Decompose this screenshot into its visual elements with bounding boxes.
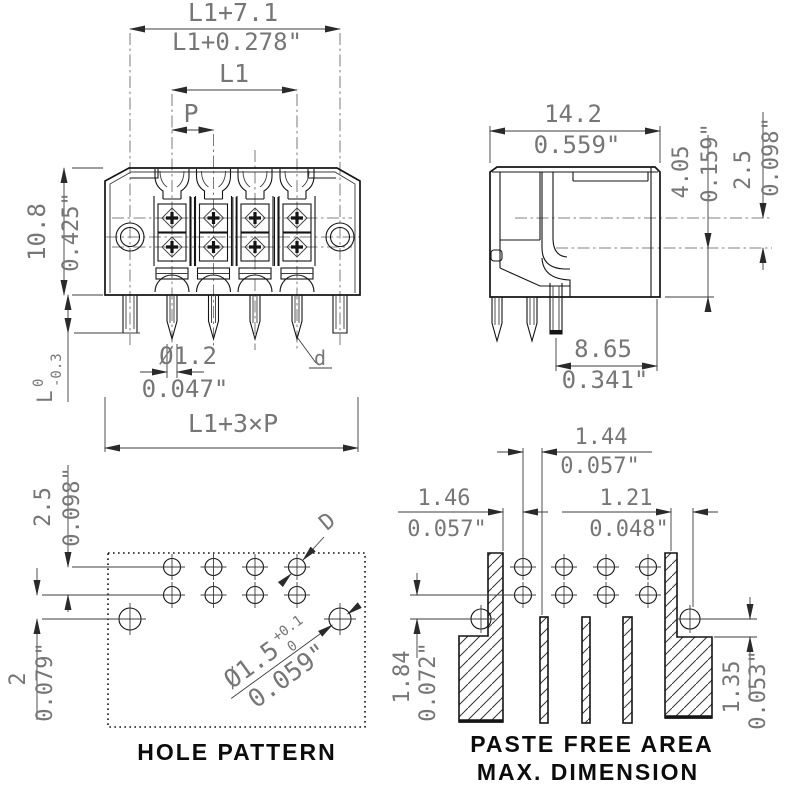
dim-span-inch: L1+0.278" xyxy=(172,28,302,56)
dim-paste-5-inch: 0.053" xyxy=(746,650,771,729)
dim-h1-inch: 0.159" xyxy=(698,123,723,202)
dim-big-hole-offset: 2 0.079" xyxy=(6,568,58,722)
side-dimensions: 14.2 0.559" 4.05 0.159" 2.5 0.098" 8.65 … xyxy=(489,100,784,394)
label-hole-d-text: D xyxy=(315,508,341,536)
dim-pin-diameter-inch: 0.047" xyxy=(142,375,229,403)
side-pins xyxy=(491,283,563,342)
dim-pin-diameter-mm: Ø1.2 xyxy=(159,342,217,370)
dim-pin-offset-inch: 0.341" xyxy=(562,366,649,394)
dim-h2-mm: 2.5 xyxy=(731,150,756,190)
hole-pattern-big-holes xyxy=(113,602,357,636)
front-solder-pins xyxy=(122,294,348,340)
paste-keepout-strip-1 xyxy=(539,616,549,724)
front-housing-outline xyxy=(104,167,361,296)
dim-paste-4-inch: 0.072" xyxy=(416,642,441,721)
dim-hole-rows-inch: 0.098" xyxy=(60,467,85,546)
paste-board-edges xyxy=(459,715,712,723)
front-housing-inner xyxy=(109,171,356,293)
dim-paste-5-mm: 1.35 xyxy=(720,661,745,714)
paste-area-title-line1: PASTE FREE AREA xyxy=(470,731,713,757)
front-view xyxy=(104,33,364,350)
dim-big-hole-offset-inch: 0.079" xyxy=(33,642,58,721)
hole-pattern-view: 2.5 0.098" 2 0.079" D Ø1.5+0.10 0.059" H… xyxy=(6,465,366,765)
front-divider-walls xyxy=(190,197,279,266)
dim-paste-3: 1.21 0.048" xyxy=(562,486,718,542)
dim-paste-3-mm: 1.21 xyxy=(600,486,653,511)
side-contact xyxy=(541,172,571,286)
paste-keepout-strip-3 xyxy=(622,616,633,724)
paste-area-title-line2: MAX. DIMENSION xyxy=(477,759,699,785)
dim-big-hole-diameter: Ø1.5+0.10 0.059" xyxy=(218,602,362,714)
hole-pattern-board-outline xyxy=(107,552,366,728)
paste-small-holes xyxy=(509,553,662,609)
dim-pitch: P xyxy=(171,99,215,134)
label-hole-d: D xyxy=(277,508,341,588)
dim-height-inch: 0.425" xyxy=(59,192,84,271)
dim-pitch-text: P xyxy=(183,99,198,128)
front-dimensions: L1+7.1 L1+0.278" L1 P 10.8 0.425" L0-0.3… xyxy=(23,0,359,452)
side-cavity xyxy=(499,172,541,268)
dim-paste-2: 1.46 0.057" xyxy=(398,486,548,542)
dim-pin-length-text: L0-0.3 xyxy=(31,353,65,403)
side-bottom-contour xyxy=(499,267,571,297)
dim-l1: L1 xyxy=(171,59,298,94)
paste-extension-lines xyxy=(410,448,757,638)
dim-total-width-text: L1+3×P xyxy=(188,409,278,438)
dim-pin-offset-mm: 8.65 xyxy=(574,335,632,363)
dim-paste-1-inch: 0.057" xyxy=(560,454,639,479)
dim-l1-text: L1 xyxy=(219,59,249,88)
dim-span-mm: L1+7.1 xyxy=(188,0,278,27)
hole-pattern-small-holes xyxy=(158,553,311,609)
dim-total-width: L1+3×P xyxy=(104,397,359,452)
dim-paste-2-mm: 1.46 xyxy=(418,486,471,511)
paste-keepout-strip-2 xyxy=(581,616,591,724)
dim-paste-1-mm: 1.44 xyxy=(575,425,628,450)
front-mounting-hole-left xyxy=(115,222,145,252)
label-pin-d-text: d xyxy=(314,346,326,370)
dim-span: L1+7.1 L1+0.278" xyxy=(129,0,341,56)
dim-hole-rows-mm: 2.5 xyxy=(31,487,56,527)
hole-pattern-extension-lines xyxy=(42,566,162,620)
dim-paste-1: 1.44 0.057" xyxy=(497,425,652,479)
side-housing-top xyxy=(492,167,658,297)
dim-paste-3-inch: 0.048" xyxy=(589,517,668,542)
dim-depth-inch: 0.559" xyxy=(534,131,621,159)
dim-paste-4-mm: 1.84 xyxy=(390,651,415,704)
paste-keepout-left xyxy=(458,552,504,723)
dim-big-hole-offset-mm: 2 xyxy=(6,672,31,685)
label-pin-d: d xyxy=(296,336,332,370)
dim-h2: 2.5 0.098" xyxy=(731,112,784,270)
dim-paste-4: 1.84 0.072" xyxy=(390,573,441,722)
dim-h1: 4.05 0.159" xyxy=(665,123,723,312)
paste-keepout-right xyxy=(664,552,713,719)
front-mounting-hole-right xyxy=(325,222,355,252)
dim-pin-diameter: Ø1.2 0.047" xyxy=(140,342,228,403)
dim-height-mm: 10.8 xyxy=(23,203,51,261)
dim-h1-mm: 4.05 xyxy=(669,146,694,199)
side-view xyxy=(489,166,772,342)
side-housing-outline xyxy=(489,166,661,298)
dim-depth: 14.2 0.559" xyxy=(489,100,661,163)
dim-pin-offset: 8.65 0.341" xyxy=(555,299,658,394)
dim-hole-rows: 2.5 0.098" xyxy=(31,465,85,612)
dim-paste-5: 1.35 0.053" xyxy=(720,597,771,730)
dim-paste-2-inch: 0.057" xyxy=(407,517,486,542)
hole-pattern-title: HOLE PATTERN xyxy=(137,739,336,765)
dim-pin-length: L0-0.3 xyxy=(31,294,140,403)
dim-h2-inch: 0.098" xyxy=(759,117,784,196)
dim-depth-mm: 14.2 xyxy=(544,100,602,128)
paste-free-area-view: 1.44 0.057" 1.46 0.057" 1.21 0.048" 1.84… xyxy=(390,425,771,785)
side-clamp xyxy=(490,249,503,262)
dim-height: 10.8 0.425" xyxy=(23,167,103,296)
side-centerlines xyxy=(515,217,772,249)
